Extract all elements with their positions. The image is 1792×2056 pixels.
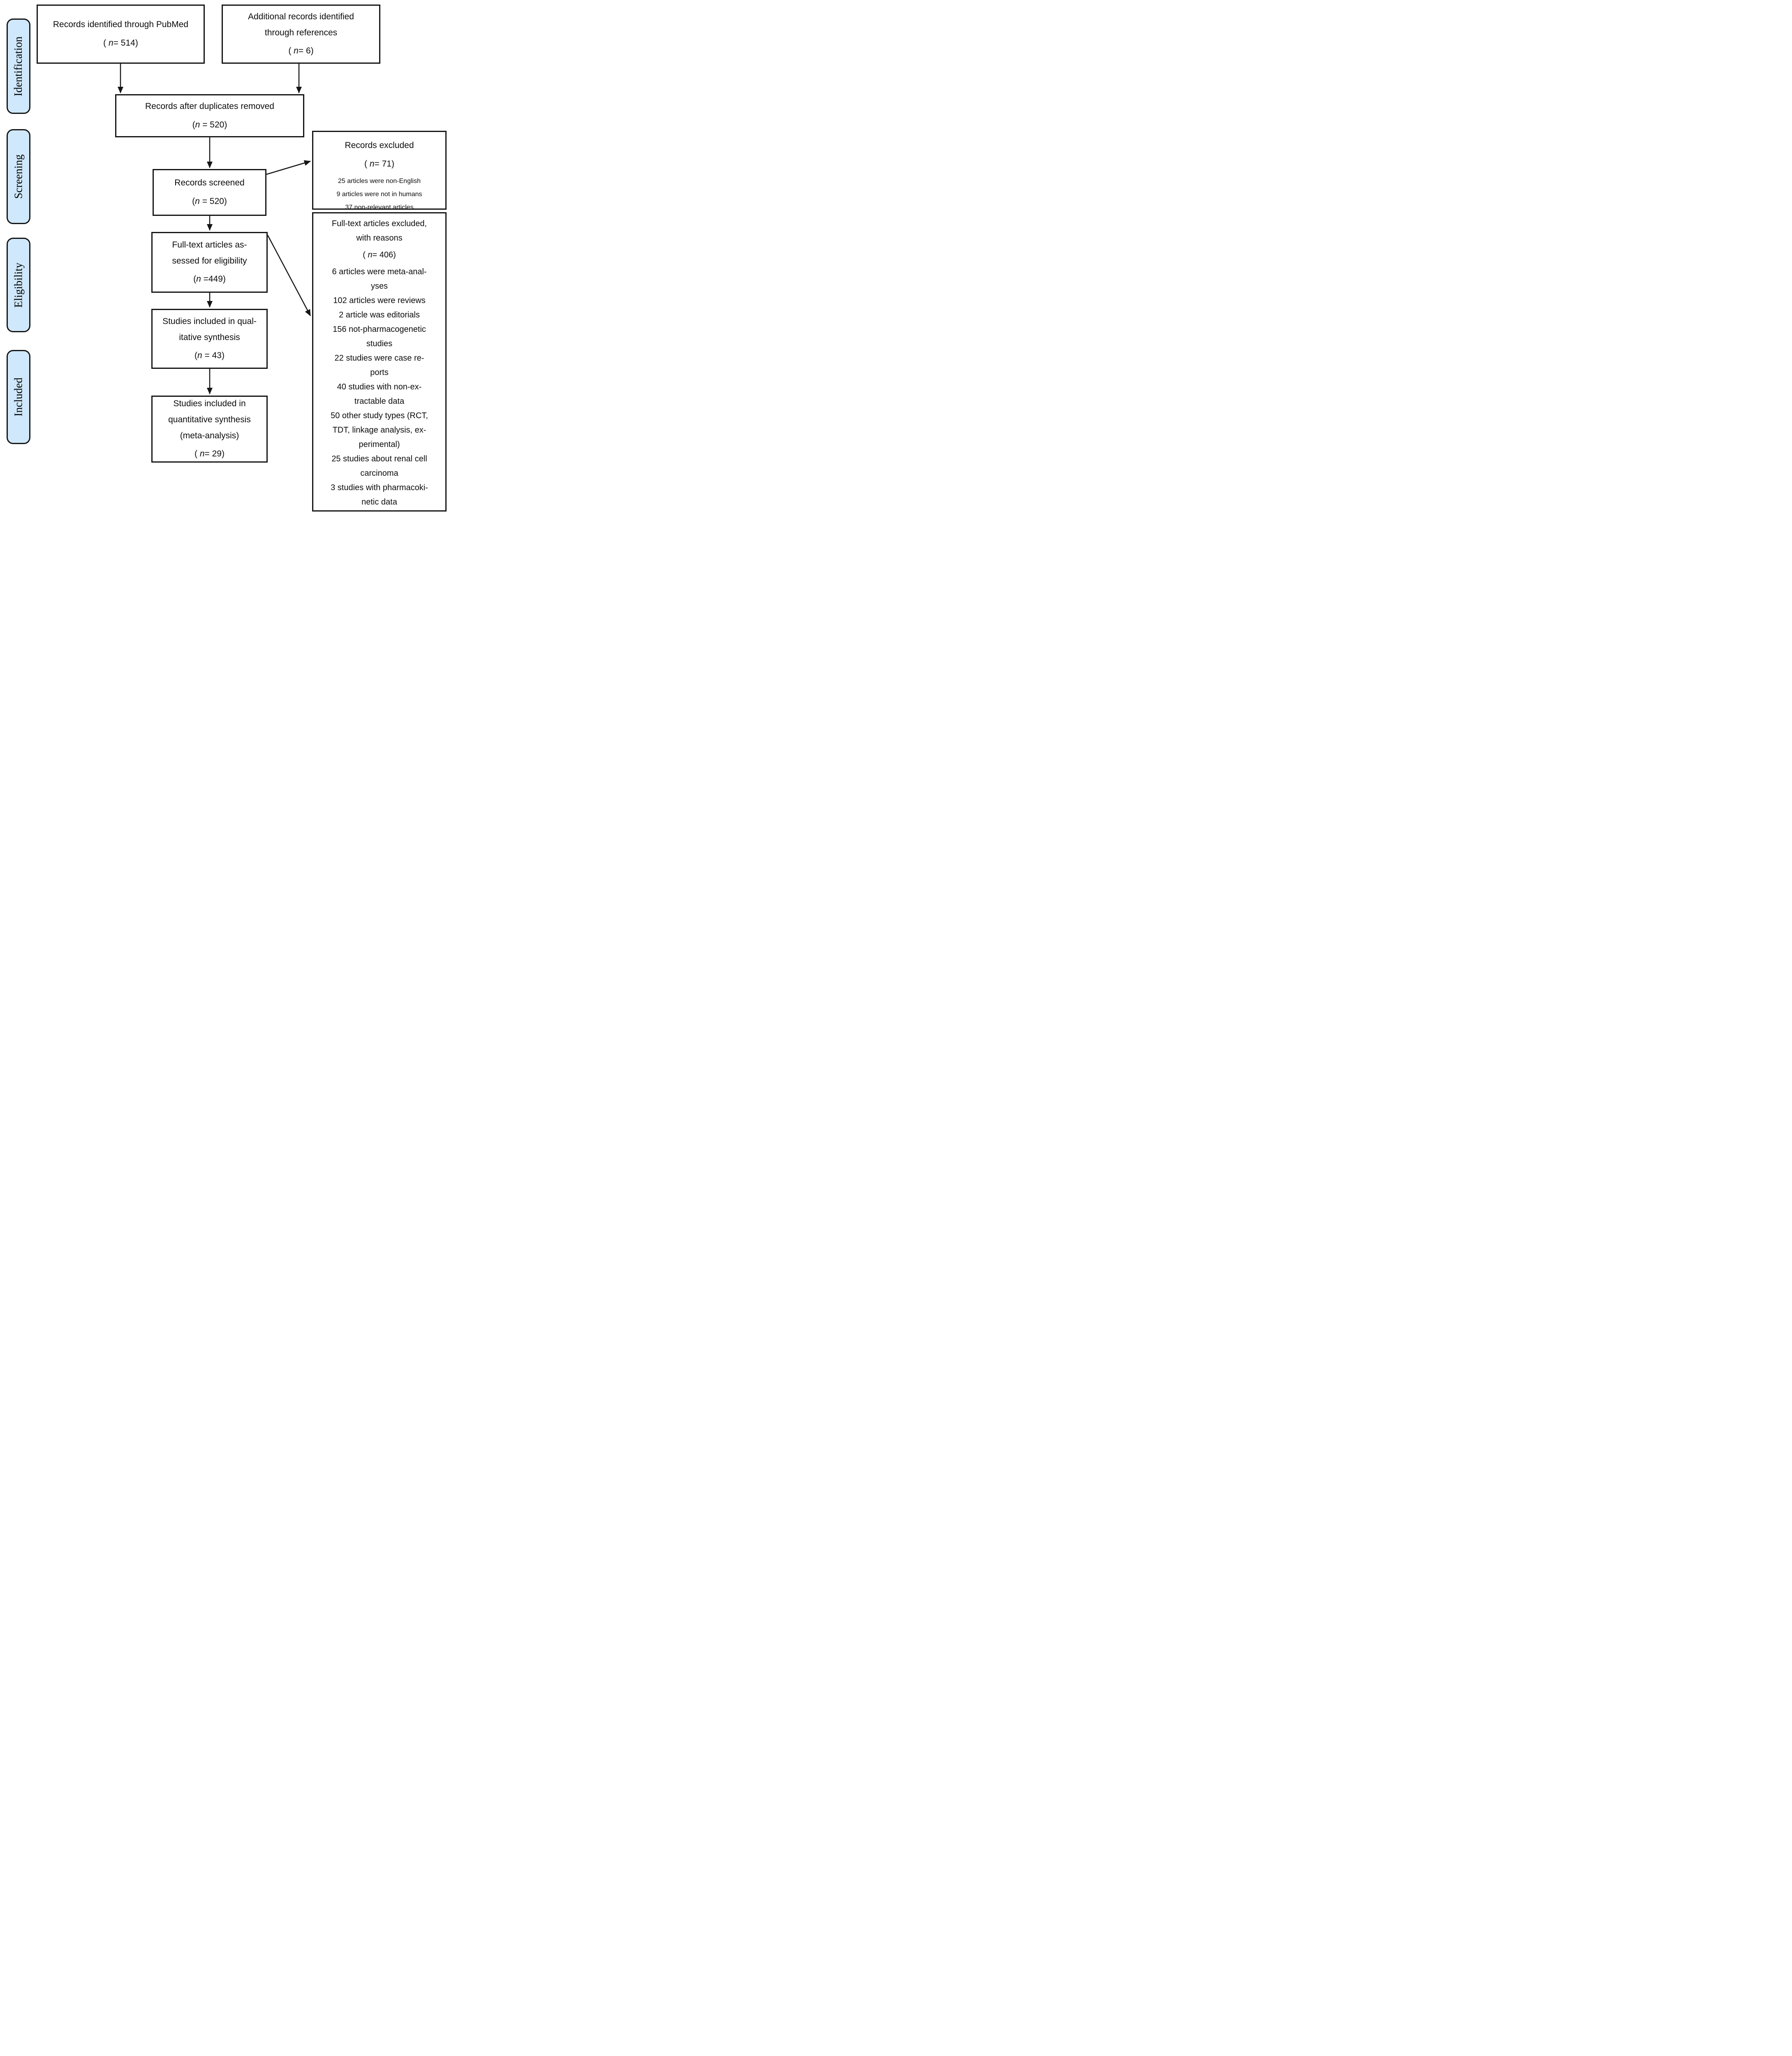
stage-label-included-text: Included (12, 377, 25, 417)
box-additional-records-count: ( n= 6) (288, 43, 313, 59)
box-quantitative-synthesis-text: Studies included in quantitative synthes… (168, 398, 251, 440)
box-fulltext-excluded-reasons: 6 articles were meta-anal- yses 102 arti… (331, 267, 428, 507)
count-suffix: = 520) (200, 120, 227, 130)
count-suffix: = 520) (199, 197, 227, 206)
count-prefix: ( (103, 38, 109, 48)
box-quantitative-synthesis: Studies included in quantitative synthes… (151, 396, 268, 463)
prisma-flow-diagram: Identification Screening Eligibility Inc… (0, 0, 448, 515)
count-suffix: = 514) (113, 38, 138, 48)
box-records-excluded-title: Records excluded (345, 141, 414, 150)
stage-label-screening: Screening (7, 129, 30, 224)
count-symbol: n (109, 38, 113, 48)
count-prefix: ( (193, 274, 197, 284)
box-records-identified-pubmed: Records identified through PubMed ( n= 5… (37, 5, 205, 64)
arrow-screened-to-excluded (266, 160, 311, 175)
box-records-screened: Records screened (n = 520) (153, 169, 266, 216)
count-symbol: n (195, 197, 200, 206)
count-suffix: = 6) (298, 46, 314, 56)
box-qualitative-synthesis-count: (n = 43) (194, 348, 225, 364)
count-suffix: =449) (201, 274, 226, 284)
box-fulltext-assessed-count: (n =449) (193, 271, 226, 287)
box-fulltext-assessed-text: Full-text articles as- sessed for eligib… (172, 240, 247, 266)
count-suffix: = 71) (374, 159, 394, 169)
stage-label-screening-text: Screening (12, 154, 25, 199)
box-qualitative-synthesis-text: Studies included in qual- itative synthe… (162, 316, 257, 342)
count-symbol: n (197, 351, 202, 361)
arrow-fulltext-to-excluded (267, 235, 311, 316)
box-records-identified-pubmed-text: Records identified through PubMed (53, 20, 189, 30)
count-prefix: ( (192, 120, 195, 130)
count-suffix: = 29) (204, 449, 225, 459)
box-records-excluded: Records excluded ( n= 71) 25 articles we… (312, 131, 447, 211)
box-fulltext-excluded: Full-text articles excluded, with reason… (312, 212, 447, 512)
box-quantitative-synthesis-count: ( n= 29) (194, 446, 225, 462)
count-symbol: n (368, 250, 373, 259)
stage-label-identification: Identification (7, 19, 30, 114)
box-additional-records-text: Additional records identified through re… (248, 12, 354, 37)
box-qualitative-synthesis: Studies included in qual- itative synthe… (151, 309, 268, 369)
stage-label-eligibility: Eligibility (7, 238, 30, 332)
count-prefix: ( (194, 449, 200, 459)
stage-label-included: Included (7, 350, 30, 444)
stage-label-eligibility-text: Eligibility (12, 262, 25, 308)
count-symbol: n (294, 46, 299, 56)
box-records-excluded-reasons: 25 articles were non-English 9 articles … (336, 177, 422, 211)
count-symbol: n (199, 449, 205, 459)
box-additional-records: Additional records identified through re… (222, 5, 380, 64)
box-records-identified-pubmed-count: ( n= 514) (103, 35, 138, 51)
box-fulltext-excluded-title: Full-text articles excluded, with reason… (331, 219, 427, 243)
count-prefix: ( (364, 159, 370, 169)
count-symbol: n (196, 274, 201, 284)
stage-label-identification-text: Identification (12, 36, 25, 96)
box-records-screened-text: Records screened (174, 178, 245, 188)
count-prefix: ( (192, 197, 195, 206)
box-duplicates-removed-count: (n = 520) (192, 117, 227, 133)
count-prefix: ( (363, 250, 368, 259)
box-records-screened-count: (n = 520) (192, 194, 227, 210)
count-symbol: n (369, 159, 375, 169)
count-prefix: ( (288, 46, 294, 56)
count-suffix: = 43) (202, 351, 225, 361)
box-fulltext-excluded-count: ( n= 406) (363, 248, 396, 262)
box-duplicates-removed-text: Records after duplicates removed (145, 101, 274, 111)
box-fulltext-assessed: Full-text articles as- sessed for eligib… (151, 232, 268, 293)
box-duplicates-removed: Records after duplicates removed (n = 52… (115, 94, 304, 137)
count-prefix: ( (194, 351, 197, 361)
box-records-excluded-count: ( n= 71) (364, 156, 394, 172)
count-suffix: = 406) (372, 250, 396, 259)
count-symbol: n (195, 120, 200, 130)
